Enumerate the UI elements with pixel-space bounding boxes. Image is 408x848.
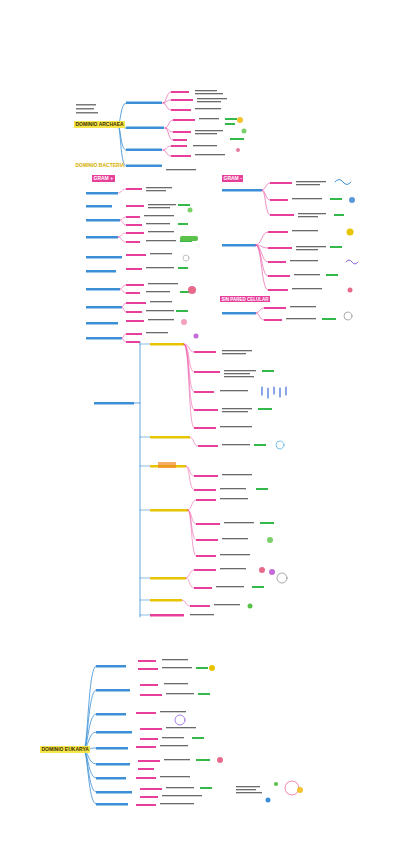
topic-text: GRAM - (224, 176, 242, 182)
topic-label: DOMINIO ARCHAEA (74, 121, 125, 128)
eukarya-branches (84, 659, 303, 806)
archaea-branches (76, 90, 247, 170)
topic-text: DOMINIO EUKARYA (42, 747, 89, 753)
topic-text: DOMINIO BACTERIA (76, 163, 125, 169)
topic-text: DOMINIO ARCHAEA (76, 122, 124, 128)
bacteria-main-tree (94, 342, 287, 617)
topic-label: DOMINIO BACTERIA (74, 162, 126, 169)
topic-label: GRAM - (222, 175, 243, 182)
topic-label: SIN PARED CELULAR (220, 296, 270, 302)
topic-text: GRAM + (94, 176, 114, 182)
topic-label: GRAM + (92, 175, 115, 182)
topic-label: DOMINIO EUKARYA (40, 746, 90, 753)
topic-text: SIN PARED CELULAR (222, 297, 269, 302)
gram-negative-branches (222, 180, 358, 322)
gram-positive-branches (86, 187, 199, 343)
